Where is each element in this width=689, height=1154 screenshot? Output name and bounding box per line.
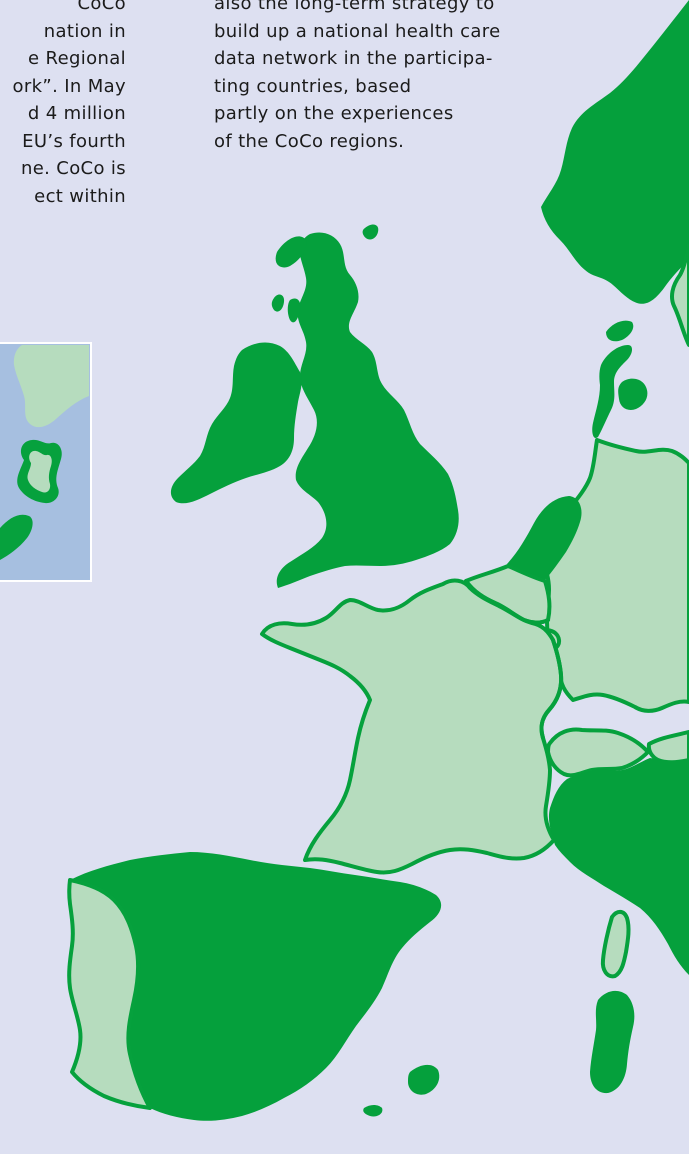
- border-de-fr: [539, 638, 564, 740]
- left-text-line: d 4 million: [27, 103, 126, 124]
- austria: [646, 730, 689, 765]
- left-text-line: nation in: [43, 20, 126, 42]
- spain: [70, 852, 442, 1121]
- france: [260, 578, 564, 875]
- scottish-island-west: [271, 294, 285, 312]
- border-be-fr: [464, 579, 550, 625]
- ibiza: [363, 1105, 383, 1117]
- inset-map: [0, 342, 92, 582]
- inset-frame: [0, 342, 92, 582]
- ireland: [170, 342, 302, 504]
- right-text-line: data network in the participa-: [214, 48, 493, 69]
- right-text-line: build up a national health care: [214, 20, 501, 42]
- great-britain: [276, 232, 459, 588]
- denmark-islands: [618, 378, 648, 410]
- left-text-line: ne. CoCo is: [20, 158, 126, 179]
- italy: [548, 758, 689, 975]
- denmark-island-north: [606, 320, 634, 342]
- left-text-line: CoCo: [77, 0, 126, 14]
- scottish-island-mid: [287, 298, 301, 323]
- sardinia: [590, 990, 635, 1094]
- sweden: [670, 244, 689, 347]
- right-text-line: of the CoCo regions.: [214, 130, 405, 152]
- inset-island-inner: [27, 450, 52, 493]
- lake-geneva: [555, 753, 569, 762]
- germany: [543, 438, 689, 713]
- left-text-column: CoCo nation in e Regional ork”. In May d…: [13, 0, 126, 210]
- corsica: [600, 909, 631, 979]
- scottish-island-north: [275, 236, 307, 268]
- portugal: [67, 878, 152, 1110]
- left-text-line: EU’s fourth: [22, 130, 126, 152]
- right-text-line: ting countries, based: [214, 75, 412, 97]
- inset-land-top: [13, 345, 89, 428]
- switzerland: [546, 727, 650, 778]
- right-text-line: also the long-term strategy to: [214, 0, 495, 14]
- scandinavia: [541, 0, 689, 304]
- right-text-column: also the long-term strategy to build up …: [214, 0, 501, 155]
- scottish-island-small: [362, 224, 379, 240]
- left-text-line: ect within: [34, 185, 126, 207]
- mallorca: [408, 1064, 440, 1095]
- left-text-line: e Regional: [28, 48, 126, 69]
- netherlands: [507, 496, 582, 580]
- inset-land-bottom: [0, 514, 33, 560]
- right-text-line: partly on the experiences: [214, 103, 454, 124]
- left-text-line: ork”. In May: [12, 75, 126, 97]
- denmark: [592, 345, 633, 438]
